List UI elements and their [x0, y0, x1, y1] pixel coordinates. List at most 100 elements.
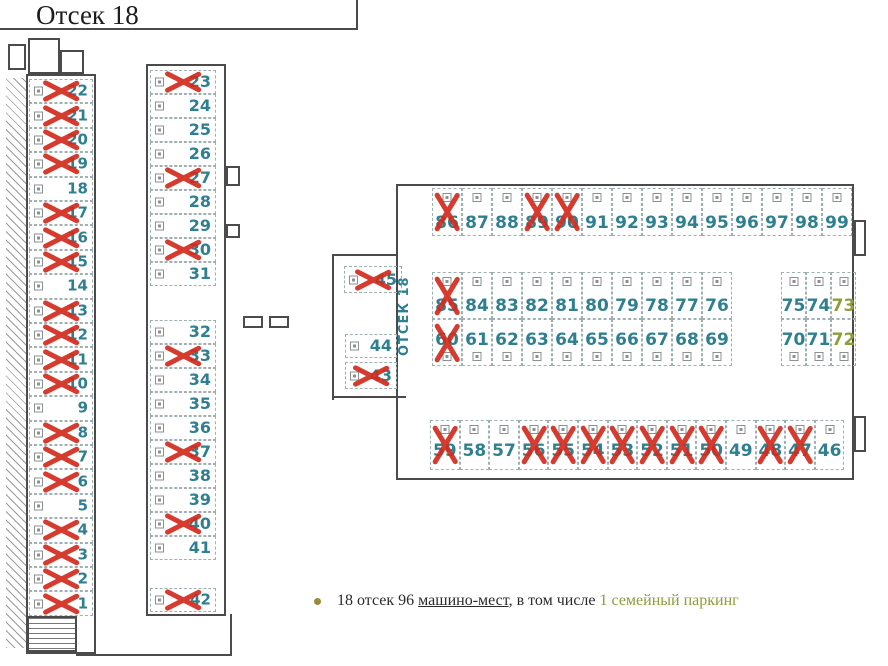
space-number: 46 — [817, 441, 842, 461]
stall-icon — [562, 277, 572, 286]
stall-icon — [622, 277, 632, 286]
stall-icon — [155, 543, 164, 553]
parking-space-81: 81 — [552, 272, 582, 319]
parking-space-65: 65 — [582, 319, 612, 366]
parking-space-18: 18 — [29, 176, 93, 201]
parking-space-68: 68 — [672, 319, 702, 366]
stall-icon — [795, 425, 805, 434]
page-title: Отсек 18 — [36, 0, 139, 30]
space-number: 71 — [806, 330, 831, 350]
space-number: 66 — [615, 330, 639, 350]
stall-icon — [677, 425, 687, 434]
parking-space-51: 51 — [666, 420, 697, 470]
stall-icon — [155, 471, 164, 481]
space-number: 83 — [495, 296, 519, 316]
parking-space-69: 69 — [702, 319, 732, 366]
parking-space-64: 64 — [552, 319, 582, 366]
space-number: 82 — [525, 296, 549, 316]
stall-icon — [155, 221, 164, 231]
space-number: 65 — [585, 330, 609, 350]
parking-space-82: 82 — [522, 272, 552, 319]
stall-icon — [814, 277, 823, 286]
stall-icon — [34, 86, 43, 96]
parking-space-6: 6 — [29, 469, 93, 494]
legend: 18 отсек 96 машино-мест, в том числе 1 с… — [314, 592, 739, 610]
parking-space-89: 89 — [522, 188, 552, 236]
space-number: 5 — [77, 496, 88, 515]
space-number: 9 — [77, 398, 88, 417]
space-number: 32 — [188, 322, 211, 341]
parking-space-3: 3 — [29, 542, 93, 567]
stall-icon — [472, 193, 482, 202]
parking-space-1: 1 — [29, 591, 93, 616]
column-box — [226, 166, 240, 186]
stall-icon — [34, 501, 43, 511]
left-wing-wall — [26, 74, 96, 654]
parking-space-9: 9 — [29, 396, 93, 421]
stall-icon — [647, 425, 657, 434]
stall-icon — [34, 403, 43, 413]
parking-space-50: 50 — [696, 420, 726, 470]
legend-bullet-icon — [314, 597, 321, 605]
parking-space-8: 8 — [29, 420, 93, 445]
stall-icon — [155, 423, 164, 433]
stall-icon — [34, 135, 43, 145]
parking-space-13: 13 — [29, 298, 93, 323]
stall-icon — [155, 149, 164, 159]
parking-space-70: 70 — [781, 319, 806, 366]
parking-space-33: 33 — [150, 344, 216, 368]
stall-icon — [532, 193, 542, 202]
parking-space-72: 72 — [831, 319, 856, 366]
stall-icon — [652, 193, 662, 202]
space-number: 92 — [615, 213, 639, 233]
bottom-wall — [76, 654, 232, 656]
parking-space-2: 2 — [29, 567, 93, 592]
parking-space-17: 17 — [29, 201, 93, 226]
stall-icon — [562, 352, 572, 361]
space-number: 91 — [585, 213, 609, 233]
space-number: 81 — [555, 296, 579, 316]
parking-space-48: 48 — [755, 420, 786, 470]
stall-icon — [472, 352, 482, 361]
stall-icon — [155, 375, 164, 385]
stall-icon — [155, 595, 164, 605]
legend-text: 18 отсек 96 машино-мест, в том числе 1 с… — [337, 592, 739, 609]
parking-space-90: 90 — [552, 188, 582, 236]
space-number: 25 — [188, 120, 211, 139]
stall-icon — [682, 277, 692, 286]
stall-icon — [34, 574, 43, 584]
stall-icon — [34, 208, 43, 218]
parking-space-37: 37 — [150, 440, 216, 464]
parking-space-45: 45 — [344, 266, 402, 293]
stall-icon — [34, 306, 43, 316]
legend-family-text: 1 семейный паркинг — [599, 592, 739, 609]
stall-icon — [155, 447, 164, 457]
parking-space-75: 75 — [781, 272, 806, 319]
space-number: 14 — [67, 276, 88, 295]
stall-icon — [34, 111, 43, 121]
space-number: 6 — [77, 472, 88, 491]
stall-icon — [765, 425, 775, 434]
stall-icon — [622, 352, 632, 361]
space-number: 35 — [188, 394, 211, 413]
parking-space-30: 30 — [150, 238, 216, 262]
parking-space-94: 94 — [672, 188, 702, 236]
stall-icon — [155, 77, 164, 87]
parking-space-5: 5 — [29, 493, 93, 519]
parking-space-36: 36 — [150, 416, 216, 440]
stall-icon — [622, 193, 632, 202]
stall-icon — [34, 452, 43, 462]
stall-icon — [34, 599, 43, 609]
parking-space-23: 23 — [150, 70, 216, 94]
space-number: 28 — [188, 192, 211, 211]
parking-space-52: 52 — [637, 420, 667, 470]
parking-space-20: 20 — [29, 127, 93, 153]
stall-icon — [469, 425, 479, 434]
parking-space-31: 31 — [150, 262, 216, 286]
stall-icon — [529, 425, 539, 434]
space-number: 2 — [77, 569, 88, 588]
parking-space-97: 97 — [762, 188, 792, 236]
space-number: 94 — [675, 213, 699, 233]
stall-icon — [502, 193, 512, 202]
stall-icon — [789, 352, 798, 361]
